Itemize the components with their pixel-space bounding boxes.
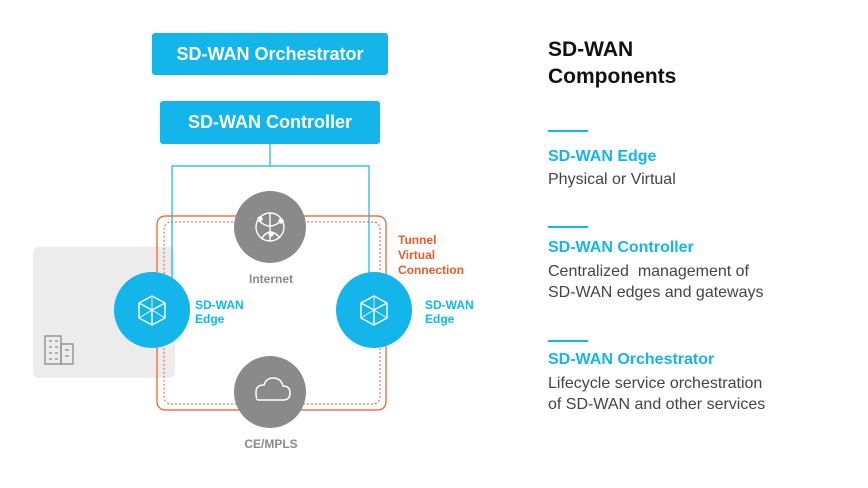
globe-network-icon <box>255 212 285 242</box>
section-divider <box>548 340 588 342</box>
orchestrator-section-title: SD-WAN Orchestrator <box>548 351 715 368</box>
controller-section-desc: Centralized management of SD-WAN edges a… <box>548 263 764 301</box>
orchestrator-section-desc: Lifecycle service orchestration of SD-WA… <box>548 375 766 413</box>
cube-icon <box>138 295 166 326</box>
controller-section-title: SD-WAN Controller <box>548 239 694 256</box>
internet-node <box>234 191 306 263</box>
left-edge-label: SD-WAN Edge <box>195 298 244 326</box>
edge-section-title: SD-WAN Edge <box>548 148 657 165</box>
tunnel-label: Tunnel Virtual Connection <box>398 233 464 277</box>
orchestrator-box: SD-WAN Orchestrator <box>152 33 388 75</box>
section-divider <box>548 226 588 228</box>
edge-section-desc: Physical or Virtual <box>548 171 676 188</box>
mpls-label: CE/MPLS <box>244 437 298 451</box>
office-building-icon <box>44 335 74 365</box>
right-edge-label: SD-WAN Edge <box>425 298 474 326</box>
cloud-icon <box>255 377 291 401</box>
right-edge-node <box>336 272 412 348</box>
legend-title: SD-WAN Components <box>548 38 677 88</box>
mpls-node <box>234 356 306 428</box>
left-edge-node <box>114 272 190 348</box>
internet-label: Internet <box>248 272 293 286</box>
controller-box: SD-WAN Controller <box>160 101 380 144</box>
section-divider <box>548 130 588 132</box>
cube-icon <box>360 295 388 326</box>
